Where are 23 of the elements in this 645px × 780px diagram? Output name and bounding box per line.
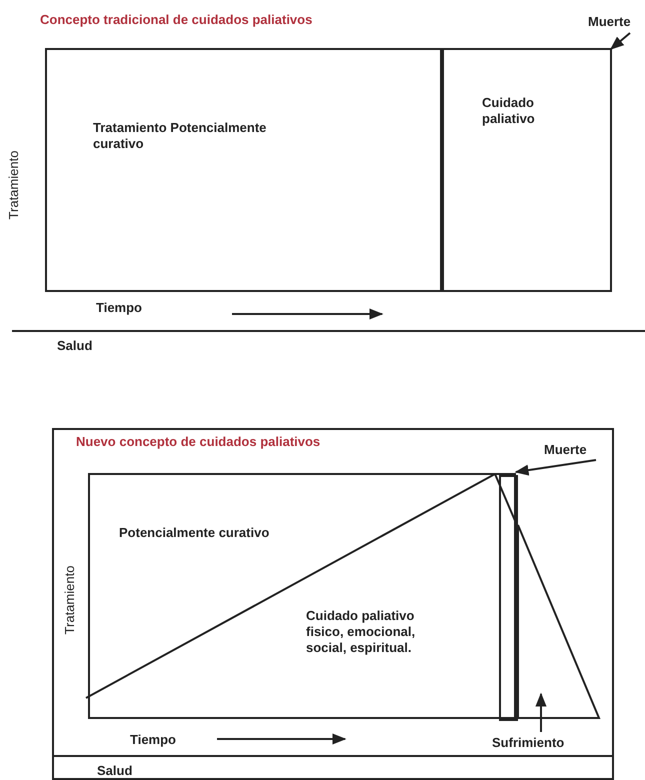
- leader-arrow: [610, 32, 631, 50]
- suffering-label: Sufrimiento: [492, 735, 592, 753]
- panel-frame: [52, 428, 614, 780]
- axis-label: Salud: [97, 763, 132, 779]
- node-text: Cuidado paliativo: [482, 95, 536, 127]
- region-text: Cuidado paliativo fisico, emocional, social, espiritual.: [306, 608, 416, 656]
- death-label: Muerte: [588, 14, 642, 32]
- axis-label: Tratamiento: [62, 566, 78, 634]
- leader-arrow: [514, 459, 596, 476]
- axis-label: Salud: [57, 338, 92, 354]
- palliative-care-box: [442, 48, 612, 292]
- axis-label: Tiempo: [96, 300, 142, 316]
- panel-title: Nuevo concepto de cuidados paliativos: [76, 434, 322, 450]
- curative-treatment-box: [45, 48, 442, 292]
- node-text: Tratamiento Potencialmente curativo: [93, 120, 268, 152]
- suffering-triangle: [518, 525, 599, 718]
- leader-arrow: [535, 692, 547, 732]
- axis-label: Tratamiento: [6, 150, 22, 220]
- death-strip: [499, 475, 518, 721]
- axis-label: Tiempo: [130, 732, 176, 748]
- panel-title: Concepto tradicional de cuidados paliativos: [40, 12, 312, 28]
- region-text: Potencialmente curativo: [119, 525, 270, 541]
- death-label: Muerte: [544, 442, 600, 460]
